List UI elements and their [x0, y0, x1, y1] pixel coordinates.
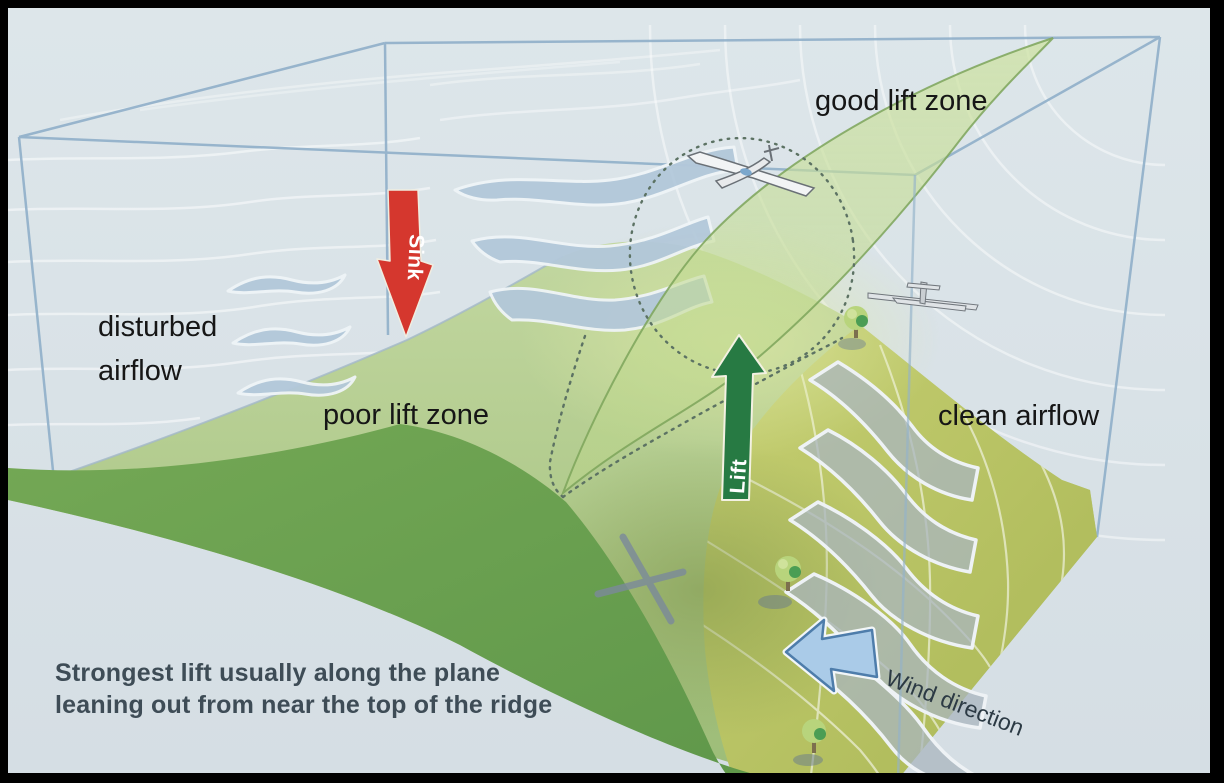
- crashed-glider-icon: [594, 533, 687, 625]
- tree-icon: [758, 556, 801, 609]
- box-edge-front-vertical: [896, 174, 917, 773]
- tree-shadow: [758, 595, 792, 609]
- glider-tail: [763, 147, 780, 153]
- disturbed-airflow-label-line2: airflow: [98, 355, 183, 387]
- tree-canopy-shade: [789, 566, 801, 578]
- turbulence-ribbon: [236, 375, 357, 397]
- tree-canopy-light: [847, 309, 857, 319]
- sink-arrow-shape: [376, 189, 434, 338]
- good-lift-zone-label: good lift zone: [815, 85, 988, 117]
- caption-line2: leaning out from near the top of the rid…: [55, 691, 552, 719]
- glider-canopy: [740, 168, 752, 176]
- sink-arrow: Sink: [376, 189, 434, 338]
- box-edge-top-front: [18, 135, 916, 177]
- glider-fuselage: [891, 297, 967, 312]
- wireframe-box: [17, 35, 1162, 538]
- airflow-band: [788, 500, 980, 650]
- tree-shadow: [838, 338, 866, 350]
- lift-arrow-label: Lift: [726, 458, 751, 494]
- airflow-ribbon: [470, 215, 716, 273]
- soaring-glider-icon: [686, 144, 816, 197]
- airflow-band: [796, 640, 974, 773]
- wind-arrow-shape: [784, 618, 879, 693]
- airflow-ribbon: [453, 145, 740, 207]
- box-edge-top-left: [18, 41, 386, 139]
- box-edge-top-right: [914, 35, 1161, 177]
- box-edge-right-vertical: [1095, 36, 1162, 538]
- lift-plane: [560, 37, 1054, 497]
- wind-direction-arrow: [782, 616, 881, 695]
- tree-canopy-shade: [814, 728, 826, 740]
- clean-airflow-label: clean airflow: [938, 400, 1100, 432]
- clean-airflow-bands: [784, 360, 988, 773]
- turbulence-ribbon: [231, 325, 352, 347]
- ridge-crest-dotted-line: [548, 334, 587, 499]
- approaching-glider-icon: [867, 281, 979, 312]
- circling-flight-path: [628, 136, 856, 376]
- airflow-band: [808, 360, 980, 502]
- hill-front-face: [8, 424, 751, 773]
- glider-stabilizer: [906, 282, 941, 291]
- glider-tail: [768, 144, 773, 162]
- tree-canopy-light: [778, 559, 788, 569]
- turbulence-ribbon: [226, 273, 347, 295]
- lift-arrow-shape: [711, 334, 767, 501]
- box-edge-top-back: [384, 35, 1161, 45]
- tree-shadow: [793, 754, 823, 766]
- airflow-band: [798, 428, 978, 574]
- caption-line1: Strongest lift usually along the plane: [55, 659, 500, 687]
- tree-canopy-shade: [856, 315, 868, 327]
- ridge-crest-dotted-line: [561, 336, 844, 499]
- dotted-guides: [548, 136, 856, 499]
- tree-trunk: [786, 578, 790, 591]
- tree-trunk: [854, 326, 858, 338]
- sink-arrow-label: Sink: [403, 234, 428, 281]
- tree-icon: [838, 306, 868, 350]
- box-edge-left-vertical: [17, 136, 59, 511]
- disturbed-airflow-label-line1: disturbed: [98, 311, 217, 343]
- tree-icon: [793, 719, 826, 766]
- lift-arrow: Lift: [711, 334, 767, 501]
- wall-hill-edge: [8, 255, 564, 494]
- poor-lift-zone-label: poor lift zone: [323, 399, 489, 431]
- tree-trunk: [812, 740, 816, 753]
